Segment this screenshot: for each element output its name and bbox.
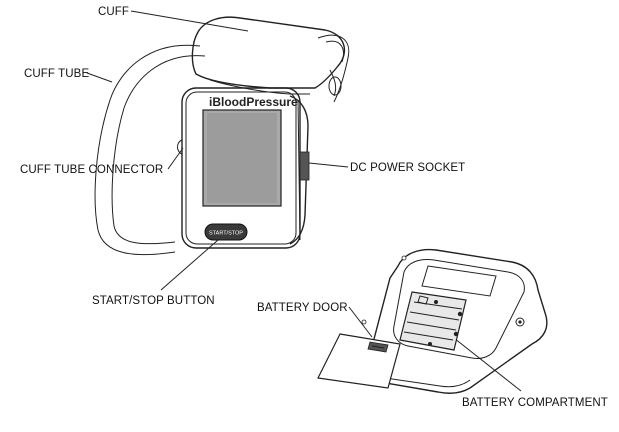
dc-power-socket — [299, 151, 310, 181]
battery-door[interactable] — [317, 333, 401, 389]
cuff-tube-connector — [177, 139, 183, 155]
label-cuff-tube-connector: CUFF TUBE CONNECTOR — [20, 164, 163, 176]
brand-logo: iBloodPressure — [209, 95, 298, 109]
label-dc-power-socket: DC POWER SOCKET — [350, 162, 465, 174]
cuff-tube — [94, 44, 206, 256]
battery-compartment — [399, 291, 467, 351]
label-start-stop-button: START/STOP BUTTON — [92, 295, 215, 307]
labels: CUFF CUFF TUBE CUFF TUBE CONNECTOR DC PO… — [20, 6, 608, 409]
battery-unit — [317, 248, 548, 394]
start-stop-button-text: START/STOP — [209, 231, 243, 237]
leader-lines — [86, 10, 522, 392]
label-cuff: CUFF — [98, 6, 129, 18]
label-battery-compartment: BATTERY COMPARTMENT — [462, 397, 608, 409]
start-stop-button[interactable]: START/STOP — [204, 223, 248, 241]
label-battery-door: BATTERY DOOR — [257, 302, 348, 314]
cuff — [191, 16, 350, 103]
monitor-unit: iBloodPressure START/STOP — [177, 87, 310, 249]
label-cuff-tube: CUFF TUBE — [24, 68, 89, 80]
